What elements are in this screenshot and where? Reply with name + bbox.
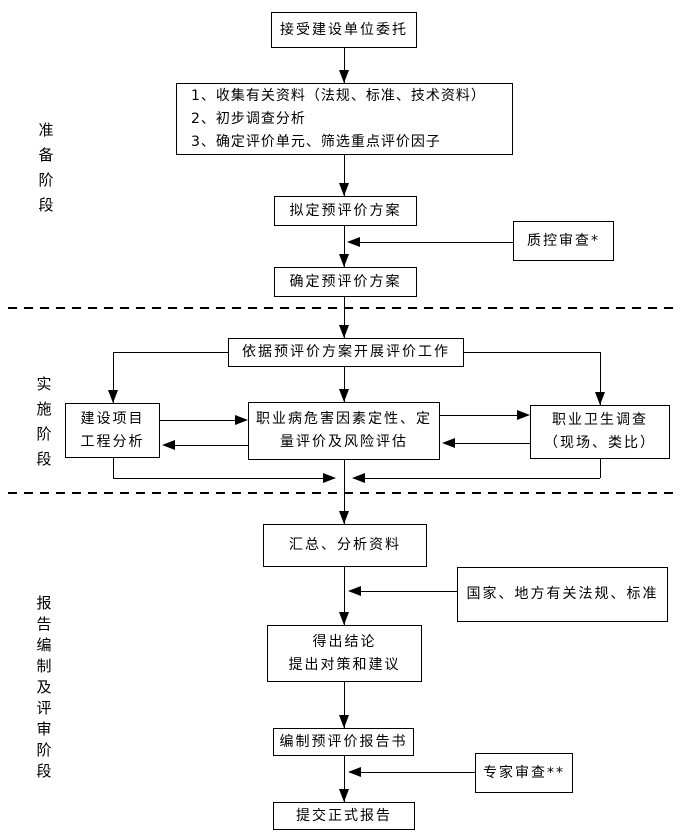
connector-line — [463, 352, 600, 353]
node-project-analysis: 建设项目 工程分析 — [65, 403, 160, 458]
node-laws-standards: 国家、地方有关法规、标准 — [457, 567, 668, 622]
node-hazard-evaluation: 职业病危害因素定性、定量评价及风险评估 — [248, 402, 440, 460]
connector-line — [175, 445, 248, 446]
node-accept-entrust: 接受建设单位委托 — [271, 12, 417, 48]
arrow-left-icon — [348, 586, 361, 596]
arrow-down-icon — [339, 389, 349, 402]
node-hygiene-survey: 职业卫生调查 （现场、类比） — [530, 405, 670, 459]
connector-line — [440, 415, 517, 416]
phase-label-reporting: 报告编制及评审阶段 — [36, 594, 52, 780]
node-submit-report: 提交正式报告 — [273, 802, 415, 830]
node-collect-materials: 1、收集有关资料（法规、标准、技术资料） 2、初步调查分析 3、确定评价单元、筛… — [176, 83, 513, 155]
connector-line — [344, 155, 345, 196]
connector-line — [160, 420, 235, 421]
arrow-down-icon — [339, 254, 349, 267]
connector-line — [600, 352, 601, 405]
arrow-down-icon — [339, 789, 349, 802]
connector-line — [113, 478, 323, 479]
node-compile-report: 编制预评价报告书 — [273, 728, 414, 756]
connector-line — [344, 460, 345, 524]
connector-line — [113, 352, 114, 403]
arrow-right-icon — [235, 415, 248, 425]
phase-divider-dashed — [8, 307, 678, 309]
connector-line — [344, 297, 345, 338]
arrow-down-icon — [339, 511, 349, 524]
arrow-down-icon — [339, 183, 349, 196]
arrow-right-icon — [517, 410, 530, 420]
node-summarize-materials: 汇总、分析资料 — [263, 524, 427, 567]
connector-line — [455, 443, 530, 444]
arrow-down-icon — [339, 70, 349, 83]
connector-line — [365, 478, 600, 479]
arrow-down-icon — [339, 325, 349, 338]
connector-line — [344, 682, 345, 728]
arrow-left-icon — [347, 237, 360, 247]
connector-line — [344, 226, 345, 267]
arrow-down-icon — [339, 612, 349, 625]
node-carry-out-evaluation: 依据预评价方案开展评价工作 — [228, 338, 464, 367]
connector-line — [361, 591, 457, 592]
connector-line — [361, 772, 475, 773]
connector-line — [360, 242, 513, 243]
connector-line — [113, 352, 228, 353]
arrow-left-icon — [348, 767, 361, 777]
node-confirm-plan: 确定预评价方案 — [274, 267, 417, 297]
node-qc-review: 质控审查* — [513, 221, 614, 261]
node-draft-plan: 拟定预评价方案 — [274, 196, 417, 226]
connector-line — [113, 458, 114, 478]
phase-divider-dashed — [8, 492, 678, 494]
arrow-left-icon — [442, 438, 455, 448]
arrow-down-icon — [339, 715, 349, 728]
phase-label-preparation: 准备阶段 — [38, 121, 54, 214]
arrow-left-icon — [352, 473, 365, 483]
arrow-left-icon — [162, 440, 175, 450]
connector-line — [344, 367, 345, 402]
connector-line — [344, 48, 345, 83]
connector-line — [600, 459, 601, 478]
connector-line — [344, 756, 345, 802]
node-expert-review: 专家审查** — [475, 753, 573, 793]
node-conclusion: 得出结论 提出对策和建议 — [267, 625, 422, 682]
phase-label-implementation: 实施阶段 — [36, 375, 52, 468]
connector-line — [344, 567, 345, 625]
arrow-down-icon — [108, 390, 118, 403]
arrow-right-icon — [323, 473, 336, 483]
arrow-down-icon — [595, 392, 605, 405]
